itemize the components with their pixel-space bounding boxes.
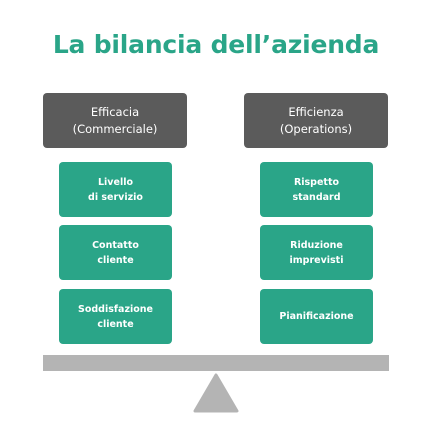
card-line2: di servizio bbox=[88, 191, 143, 203]
card-pianificazione: Pianificazione bbox=[260, 289, 373, 344]
page-title: La bilancia dell’azienda bbox=[52, 30, 380, 59]
card-line1: Riduzione bbox=[290, 239, 343, 251]
card-contatto-cliente: Contatto cliente bbox=[59, 225, 172, 280]
card-line1: Soddisfazione bbox=[78, 303, 153, 315]
card-line2: standard bbox=[292, 191, 341, 203]
header-efficienza-line2: (Operations) bbox=[279, 121, 353, 136]
card-line1: Rispetto bbox=[293, 176, 340, 188]
card-line2: cliente bbox=[97, 318, 134, 330]
card-line2: cliente bbox=[97, 254, 134, 266]
card-soddisfazione-cliente: Soddisfazione cliente bbox=[59, 289, 172, 344]
header-efficacia-line1: Efficacia bbox=[90, 104, 140, 119]
card-line1: Contatto bbox=[92, 239, 139, 251]
header-efficacia-line2: (Commerciale) bbox=[72, 121, 158, 136]
balance-scale-icon bbox=[193, 373, 239, 413]
card-livello-servizio: Livello di servizio bbox=[59, 162, 172, 217]
header-efficienza: Efficienza (Operations) bbox=[244, 93, 388, 148]
card-line2: imprevisti bbox=[289, 254, 344, 266]
card-line1: Pianificazione bbox=[279, 311, 354, 322]
header-efficienza-line1: Efficienza bbox=[288, 104, 344, 119]
card-riduzione-imprevisti: Riduzione imprevisti bbox=[260, 225, 373, 280]
card-rispetto-standard: Rispetto standard bbox=[260, 162, 373, 217]
header-efficacia: Efficacia (Commerciale) bbox=[43, 93, 187, 148]
card-line1: Livello bbox=[98, 176, 133, 188]
scale-beam bbox=[43, 355, 389, 371]
